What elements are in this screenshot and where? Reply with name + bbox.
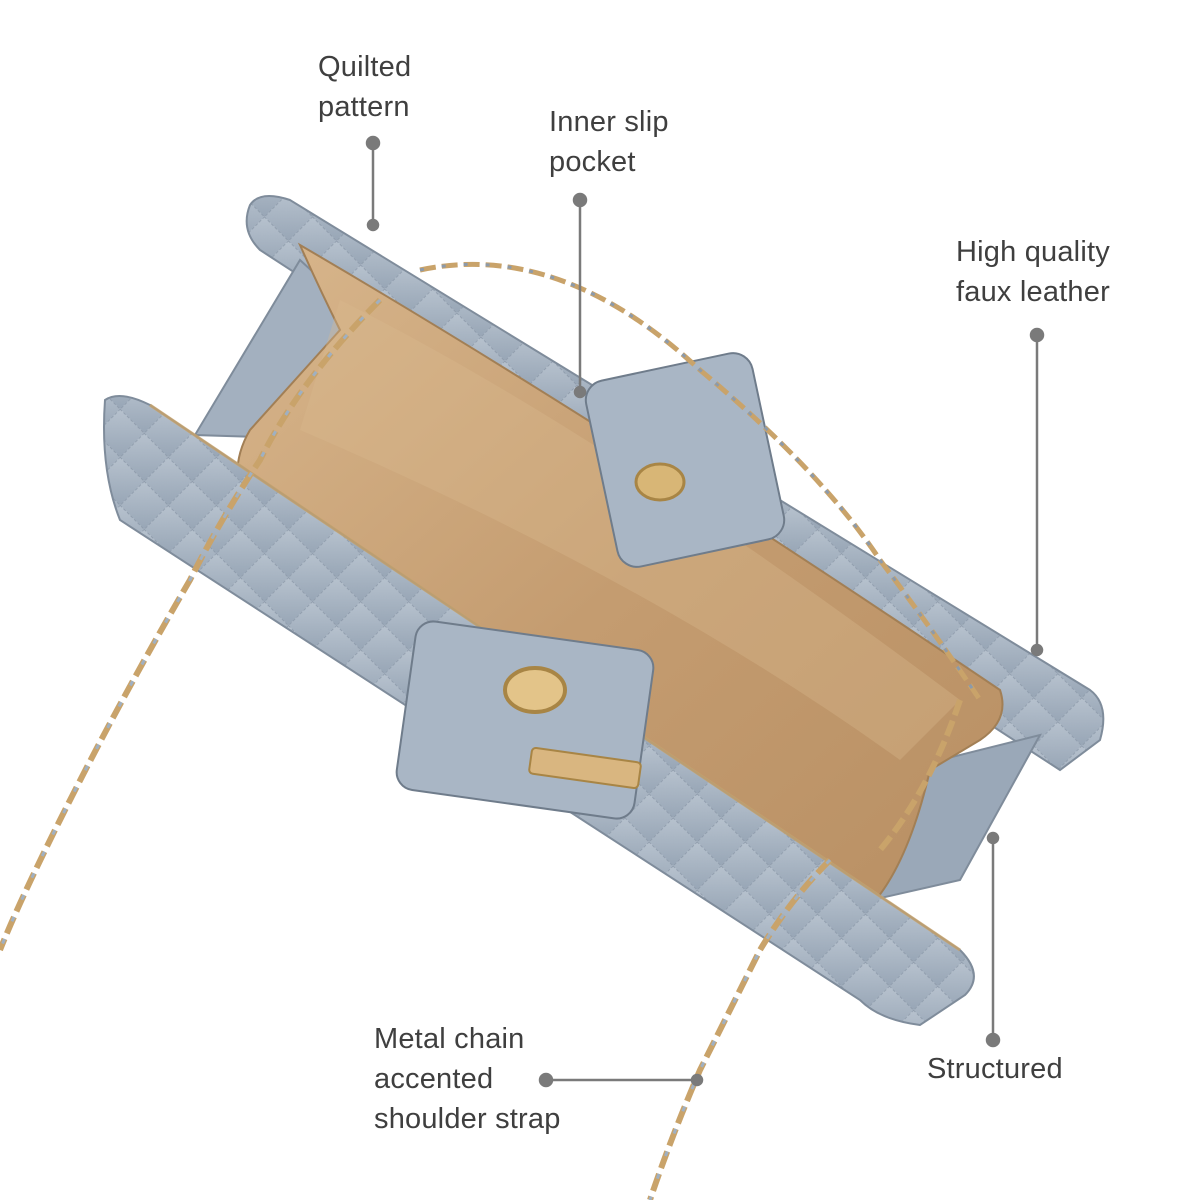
callout-inner-slip-pocket: Inner slip pocket xyxy=(549,102,669,182)
callout-strap-line3: shoulder strap xyxy=(374,1103,561,1135)
callout-strap-line2: accented xyxy=(374,1063,494,1095)
callout-structured: Structured xyxy=(927,1049,1063,1089)
chain-strap xyxy=(0,297,963,1200)
callout-lines xyxy=(365,135,1045,1088)
callout-quilted-line2: pattern xyxy=(318,91,410,123)
callout-quilted-line1: Quilted xyxy=(318,51,412,83)
callout-pocket-line1: Inner slip xyxy=(549,106,669,138)
chain-top xyxy=(419,261,983,702)
callout-leather-line1: High quality xyxy=(956,236,1110,268)
callout-strap-line1: Metal chain xyxy=(374,1023,525,1055)
callout-leather-line2: faux leather xyxy=(956,276,1110,308)
callout-structured-line1: Structured xyxy=(927,1053,1063,1085)
callout-metal-chain-strap: Metal chain accented shoulder strap xyxy=(374,1019,561,1139)
callout-pocket-line2: pocket xyxy=(549,146,636,178)
callout-quilted-pattern: Quilted pattern xyxy=(318,47,411,127)
front-clasp-tab xyxy=(395,620,655,820)
inner-pocket-tab xyxy=(584,352,786,568)
callout-faux-leather: High quality faux leather xyxy=(956,232,1110,312)
